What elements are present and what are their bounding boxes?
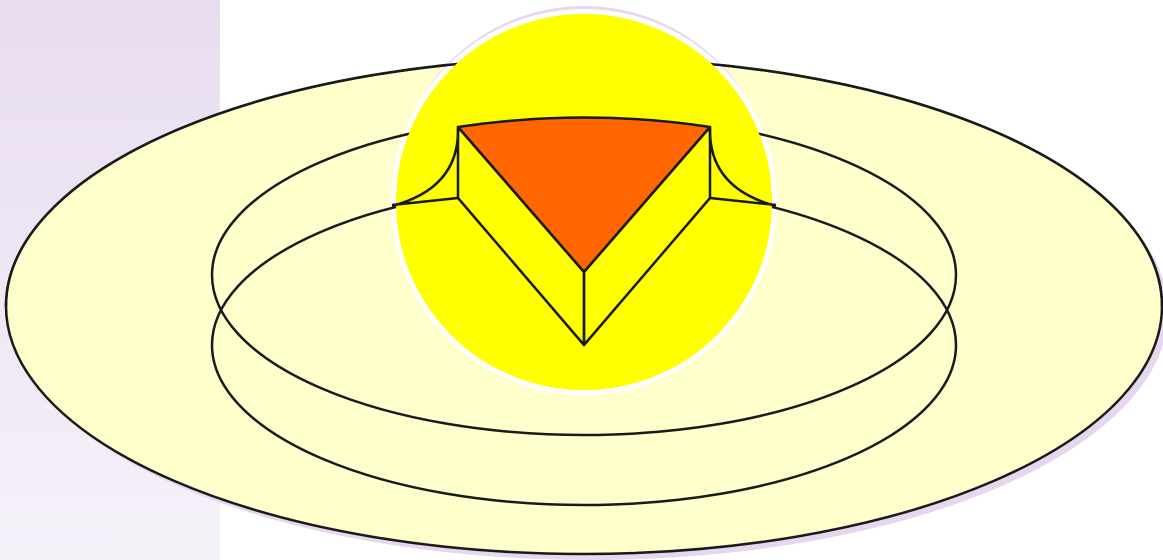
diagram-canvas [0,0,1163,560]
nested-ellipse-cone-diagram [0,0,1163,560]
